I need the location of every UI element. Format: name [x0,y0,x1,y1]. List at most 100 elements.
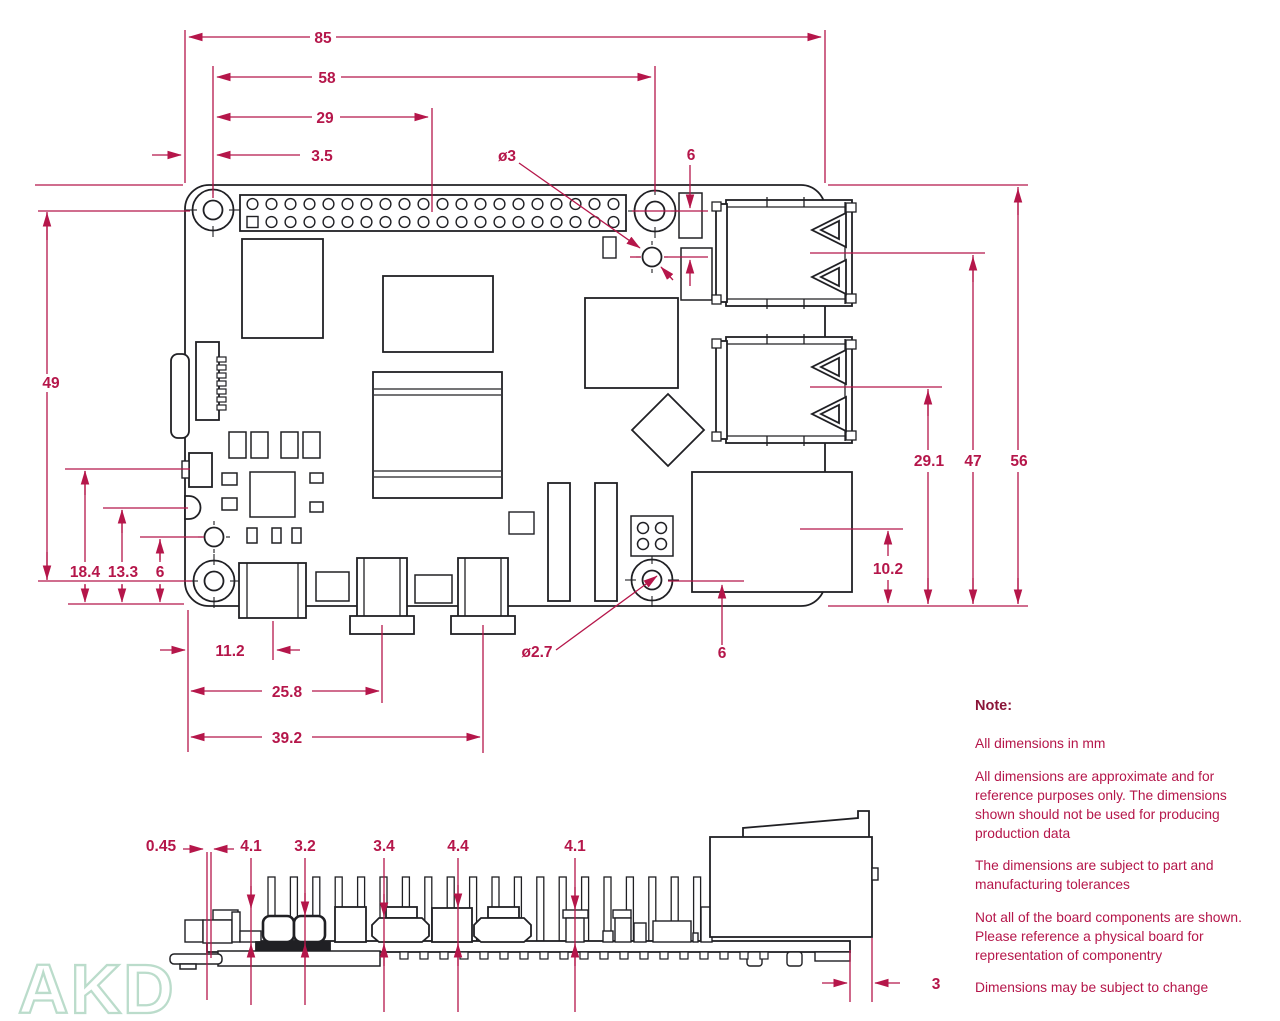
gpio-pin-hole [284,197,297,211]
micro-hdmi-port-2 [450,557,516,635]
dim-label-offset-18-4: 18.4 [70,564,101,581]
gpio-pin-hole [455,197,468,211]
solder-pad [519,951,529,960]
gpio-pin-hole [360,215,373,229]
solder-pad [419,951,429,960]
dim-label-header-offset-29: 29 [316,110,334,127]
gpio-pin-hole [474,197,487,211]
solder-pads [399,951,769,960]
dim-label-side-overhang-3: 3 [932,976,941,993]
watermark-logo: AKD [18,950,176,1021]
gpio-pin-hole [246,197,259,211]
side-component [431,907,473,943]
dim-label-hole-spacing-49: 49 [42,375,60,392]
gpio-pin-hole [436,197,449,211]
note-paragraph: All dimensions in mm [975,736,1106,751]
dim-label-side-3-2: 3.2 [294,838,316,855]
solder-pad [619,951,629,960]
gpio-pin1-square-pad [246,215,259,229]
usb-c-port [238,562,307,619]
gpio-pin-hole [588,197,601,211]
solder-pad [699,951,709,960]
gpio-pin-hole [474,215,487,229]
note-paragraph: Not all of the board components are show… [975,909,1242,963]
solder-pad [439,951,449,960]
gpio-pin-hole [417,197,430,211]
gpio-pin-hole [303,197,316,211]
dim-label-side-0-45: 0.45 [146,838,177,855]
ethernet-side [709,810,879,938]
gpio-pin-hole [417,215,430,229]
solder-pad [759,951,769,960]
gpio-pin [536,876,545,942]
dim-label-hole-dia-3: ø3 [498,148,516,165]
solder-pad [579,951,589,960]
micro-hdmi-port-1 [349,557,415,635]
dim-label-hole-spacing-58: 58 [318,70,336,87]
dim-label-hdmi2-offset-39-2: 39.2 [272,730,302,747]
top-view [170,183,857,635]
dim-label-gap-6-top: 6 [687,147,696,164]
dim-label-hdmi1-offset-25-8: 25.8 [272,684,303,701]
gpio-pin-hole [550,197,563,211]
gpio-pin-hole [607,197,620,211]
gpio-pin-hole [379,215,392,229]
gpio-pin-hole [265,215,278,229]
dim-label-side-3-4: 3.4 [373,838,395,855]
side-small-components [562,906,713,943]
gpio-pin-hole [493,197,506,211]
dim-label-side-4-1-a: 4.1 [240,838,262,855]
usb-c-side [255,914,331,951]
sd-card-slot-side [169,950,381,970]
gpio-pin-hole [550,215,563,229]
solder-pad [539,951,549,960]
solder-pad [639,951,649,960]
gpio-header [239,194,627,232]
dimension-lines [35,30,1028,1012]
gpio-pin-hole [531,215,544,229]
display-connector [195,341,227,421]
ethernet-port [691,471,853,593]
solder-pad [679,951,689,960]
gpio-pin-hole [436,215,449,229]
dim-label-gap-6-bottom: 6 [718,645,727,662]
small-component [315,571,350,602]
notes-panel: Note: All dimensions in mm All dimension… [975,697,1260,1011]
gpio-pin-hole [398,197,411,211]
gpio-pin-hole [569,215,582,229]
dim-label-hole-dia-2-7: ø2.7 [521,644,552,661]
usb-stack-2 [711,334,857,446]
ram-chip [372,371,503,499]
note-paragraph: All dimensions are approximate and for r… [975,768,1227,841]
poe-header [630,515,674,557]
gpio-pin-hole [379,197,392,211]
gpio-pin [692,876,702,942]
side-component [334,906,367,943]
solder-pad [659,951,669,960]
passive-components [221,431,324,544]
gpio-pin-hole [607,215,620,229]
component-near-top-circle [680,247,713,301]
dim-label-offset-13-3: 13.3 [108,564,139,581]
gpio-pin-hole [455,215,468,229]
gpio-pin-hole [512,197,525,211]
gpio-pin-hole [531,197,544,211]
solder-pad [399,951,409,960]
camera-connector-2 [594,482,618,602]
dim-label-offset-6-left: 6 [156,564,165,581]
solder-pad [739,951,749,960]
dim-label-usbc-offset-11-2: 11.2 [215,643,244,660]
side-left-components [184,909,262,944]
gpio-pin-hole [341,197,354,211]
av-jack-bump [184,495,202,520]
solder-pad [559,951,569,960]
micro-hdmi-2-side [473,906,532,943]
small-component [414,574,453,604]
gpio-pin-hole [284,215,297,229]
dim-label-board-width-85: 85 [314,30,332,47]
side-underside [746,951,851,967]
small-hole [636,241,668,273]
